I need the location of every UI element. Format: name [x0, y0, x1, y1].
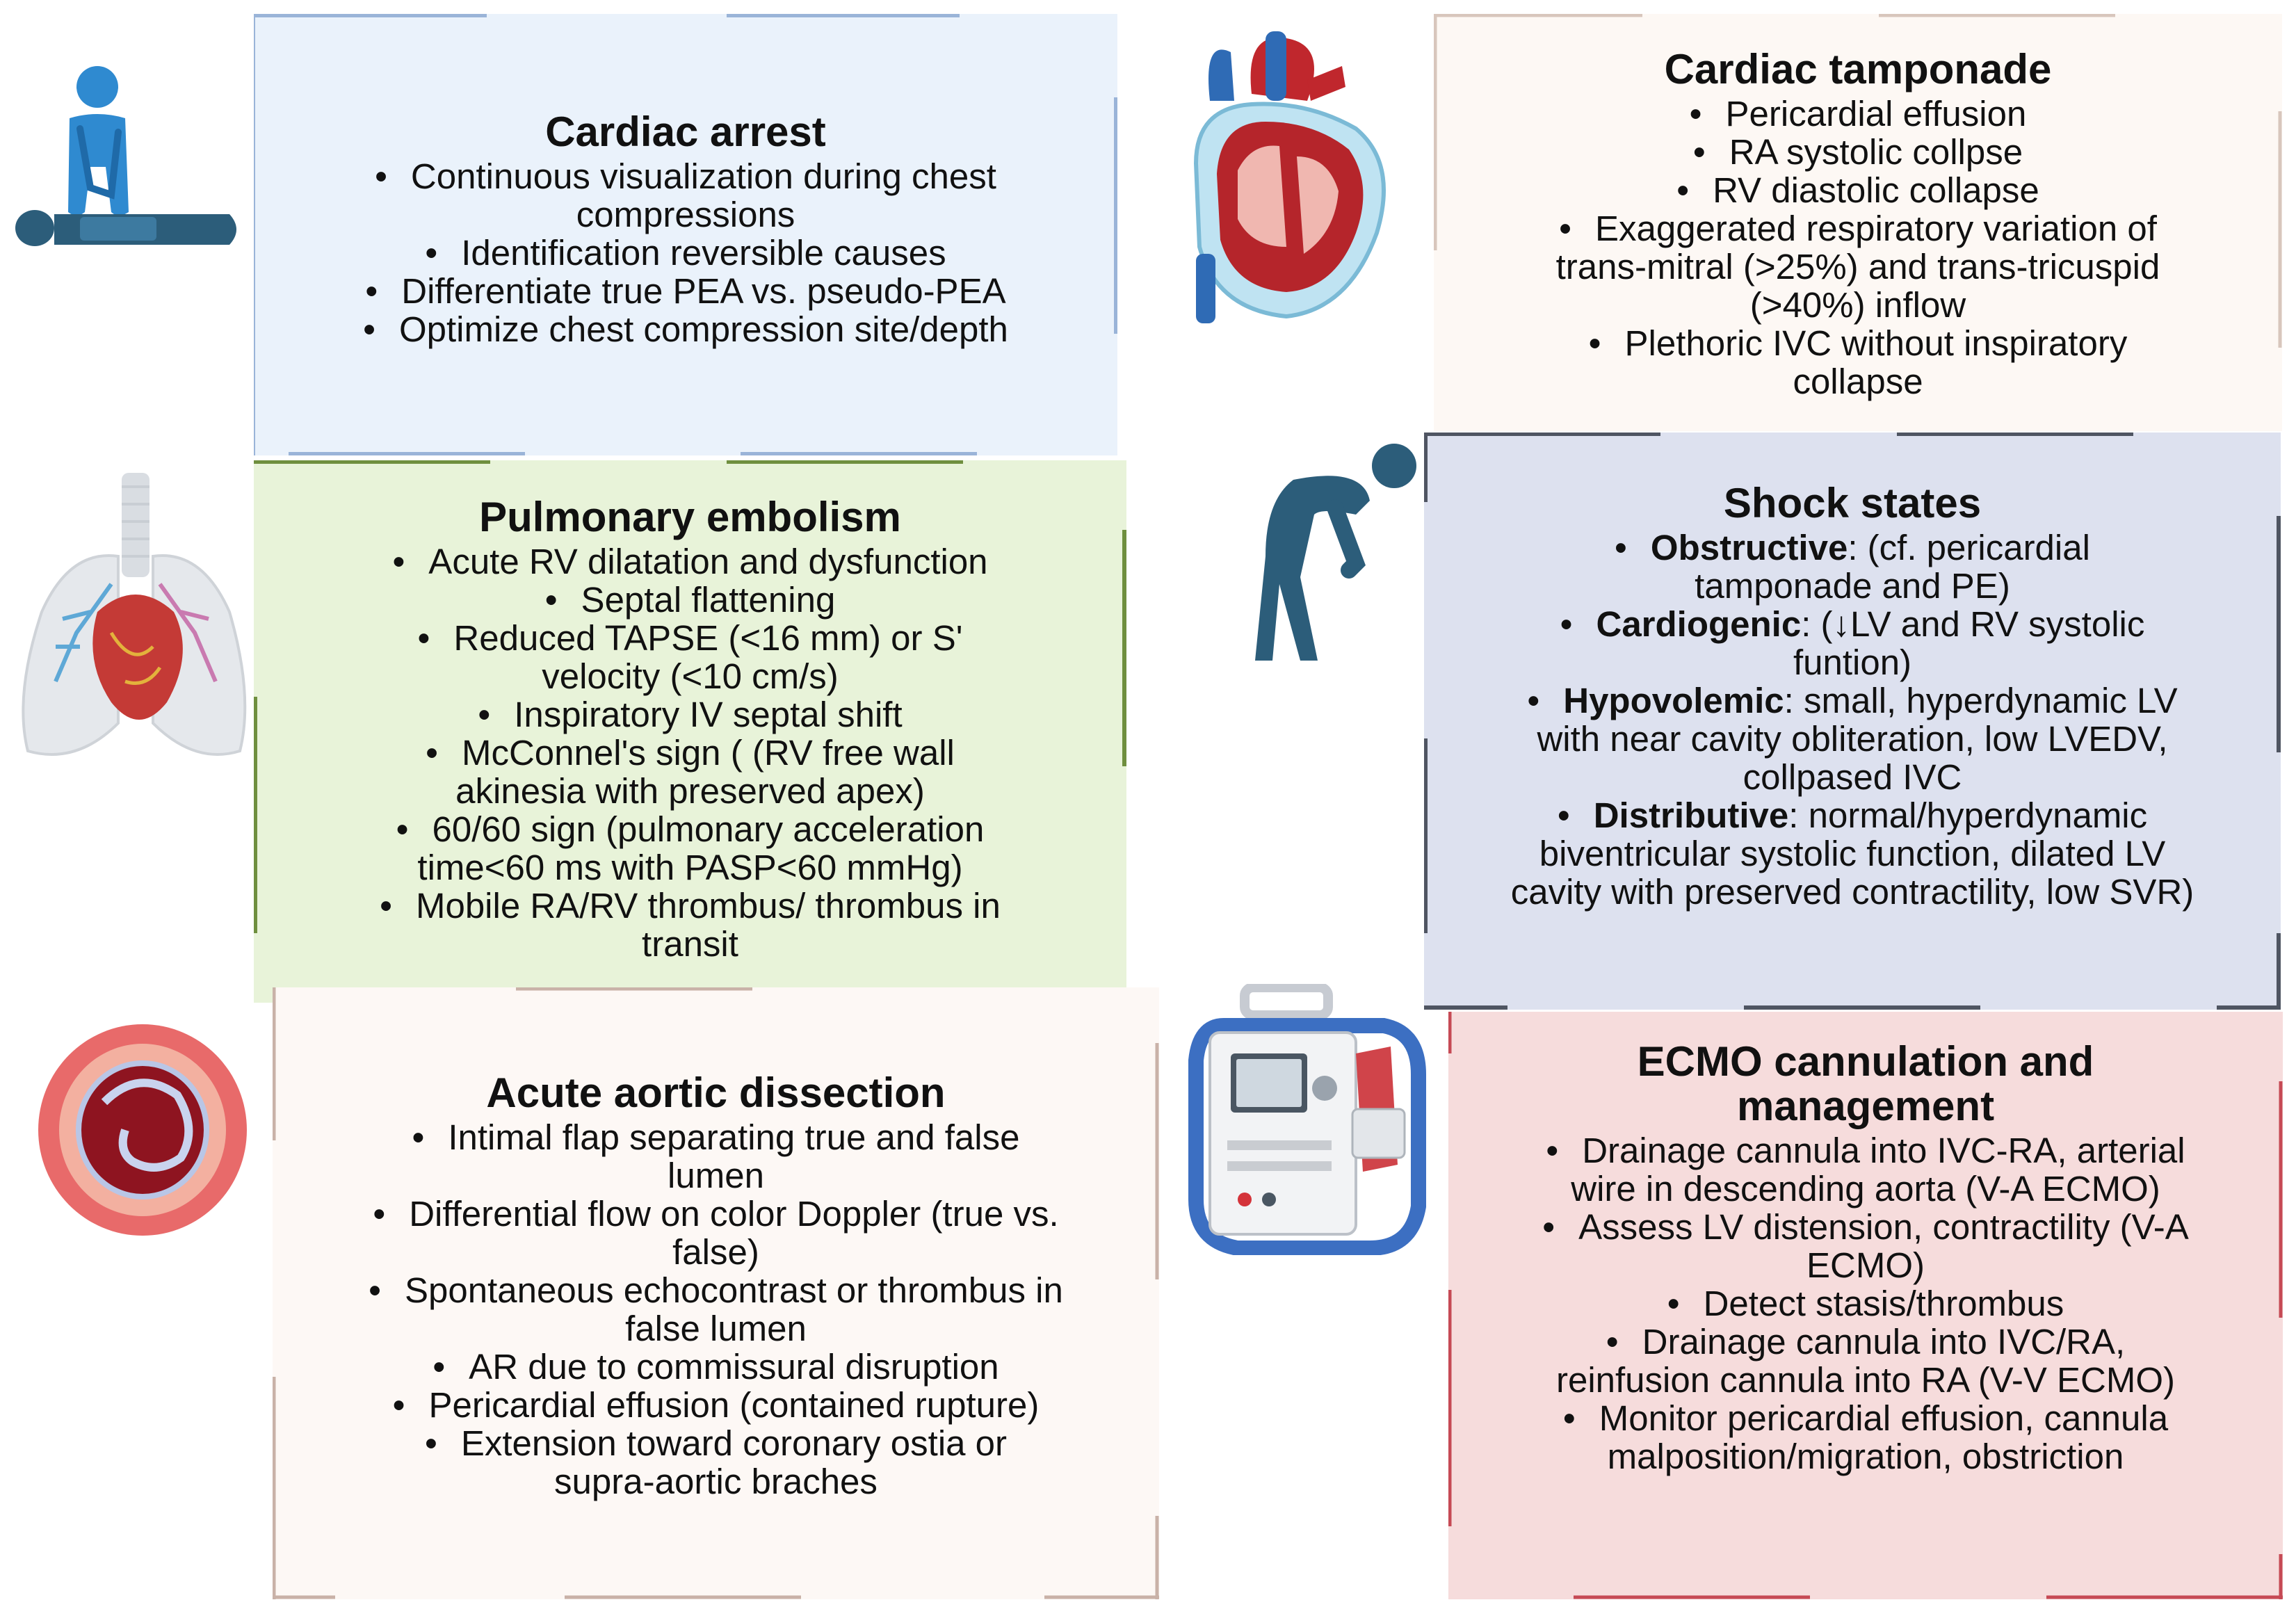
term-detail: : (↓LV and RV systolic funtion)	[1793, 604, 2145, 682]
term: Hypovolemic	[1563, 681, 1784, 720]
term: Cardiogenic	[1596, 604, 1802, 644]
list-item: Spontaneous echocontrast or thrombus in …	[355, 1271, 1078, 1348]
list-item: Pericardial effusion (contained rupture)	[355, 1386, 1078, 1424]
list-item: Distributive: normal/hyperdynamic bivent…	[1501, 796, 2204, 911]
list-item: Cardiogenic: (↓LV and RV systolic funtio…	[1512, 605, 2193, 681]
term-detail: : small, hyperdynamic LV with near cavit…	[1537, 681, 2178, 797]
bullet-list: Drainage cannula into IVC-RA, arterial w…	[1518, 1131, 2213, 1476]
list-item: Assess LV distension, contractility (V-A…	[1518, 1208, 2213, 1284]
bullet-list: Continuous visualization during chest co…	[328, 157, 1044, 348]
hunched-person-icon	[1255, 444, 1416, 661]
bullet-list: Pericardial effusion RA systolic collpse…	[1510, 95, 2206, 401]
aorta-cross-section-icon	[38, 1024, 247, 1236]
term: Obstructive	[1650, 528, 1848, 567]
list-item: Reduced TAPSE (<16 mm) or S' velocity (<…	[378, 619, 1003, 695]
bullet-list: Intimal flap separating true and false l…	[355, 1118, 1078, 1501]
ecmo-machine-icon	[1188, 984, 1426, 1255]
panel-ecmo-cannulation: ECMO cannulation and management Drainage…	[1448, 1012, 2283, 1599]
panel-title: Cardiac tamponade	[1664, 46, 2052, 92]
term-detail: : normal/hyperdynamic biventricular syst…	[1510, 795, 2194, 912]
list-item: Detect stasis/thrombus	[1518, 1284, 2213, 1323]
panel-cardiac-arrest: Cardiac arrest Continuous visualization …	[254, 14, 1117, 455]
list-item: Plethoric IVC without inspiratory collap…	[1562, 324, 2153, 401]
term: Distributive	[1593, 795, 1789, 835]
panel-title: ECMO cannulation and management	[1637, 1038, 2094, 1129]
panel-title: Shock states	[1723, 480, 1982, 526]
lungs-heart-icon	[22, 473, 247, 756]
list-item: Optimize chest compression site/depth	[328, 310, 1044, 348]
list-item: Obstructive: (cf. pericardial tamponade …	[1588, 528, 2117, 605]
list-item: Pericardial effusion	[1510, 95, 2206, 133]
list-item: Drainage cannula into IVC/RA, reinfusion…	[1532, 1323, 2199, 1399]
bullet-list: Acute RV dilatation and dysfunction Sept…	[343, 542, 1038, 963]
list-item: Intimal flap separating true and false l…	[382, 1118, 1050, 1195]
list-item: Inspiratory IV septal shift	[343, 695, 1038, 734]
term-detail: : (cf. pericardial tamponade and PE)	[1695, 528, 2090, 606]
list-item: Hypovolemic: small, hyperdynamic LV with…	[1519, 681, 2186, 796]
panel-cardiac-tamponade: Cardiac tamponade Pericardial effusion R…	[1434, 14, 2282, 431]
panel-acute-aortic-dissection: Acute aortic dissection Intimal flap sep…	[273, 987, 1159, 1599]
list-item: Acute RV dilatation and dysfunction	[343, 542, 1038, 581]
list-item: Continuous visualization during chest co…	[328, 157, 1044, 234]
list-item: Identification reversible causes	[328, 234, 1044, 272]
list-item: RV diastolic collapse	[1510, 171, 2206, 209]
list-item: RA systolic collpse	[1510, 133, 2206, 171]
list-item: Differential flow on color Doppler (true…	[369, 1195, 1064, 1271]
panel-pulmonary-embolism: Pulmonary embolism Acute RV dilatation a…	[254, 460, 1126, 1003]
list-item: Drainage cannula into IVC-RA, arterial w…	[1525, 1131, 2206, 1208]
panel-title: Pulmonary embolism	[479, 494, 901, 540]
list-item: Monitor pericardial effusion, cannula ma…	[1518, 1399, 2213, 1476]
list-item: Extension toward coronary ostia or supra…	[375, 1424, 1057, 1501]
panel-title: Cardiac arrest	[545, 108, 826, 155]
list-item: AR due to commissural disruption	[355, 1348, 1078, 1386]
cpr-person-icon	[15, 66, 236, 246]
panel-title: Acute aortic dissection	[486, 1069, 946, 1116]
list-item: Exaggerated respiratory variation of tra…	[1510, 209, 2206, 324]
heart-pericardium-icon	[1193, 31, 1386, 323]
panel-shock-states: Shock states Obstructive: (cf. pericardi…	[1424, 433, 2281, 1010]
list-item: Mobile RA/RV thrombus/ thrombus in trans…	[343, 887, 1038, 963]
list-item: Septal flattening	[343, 581, 1038, 619]
list-item: McConnel's sign ( (RV free wall akinesia…	[385, 734, 996, 810]
bullet-list: Obstructive: (cf. pericardial tamponade …	[1501, 528, 2204, 911]
list-item: 60/60 sign (pulmonary acceleration time<…	[350, 810, 1031, 887]
list-item: Differentiate true PEA vs. pseudo-PEA	[328, 272, 1044, 310]
